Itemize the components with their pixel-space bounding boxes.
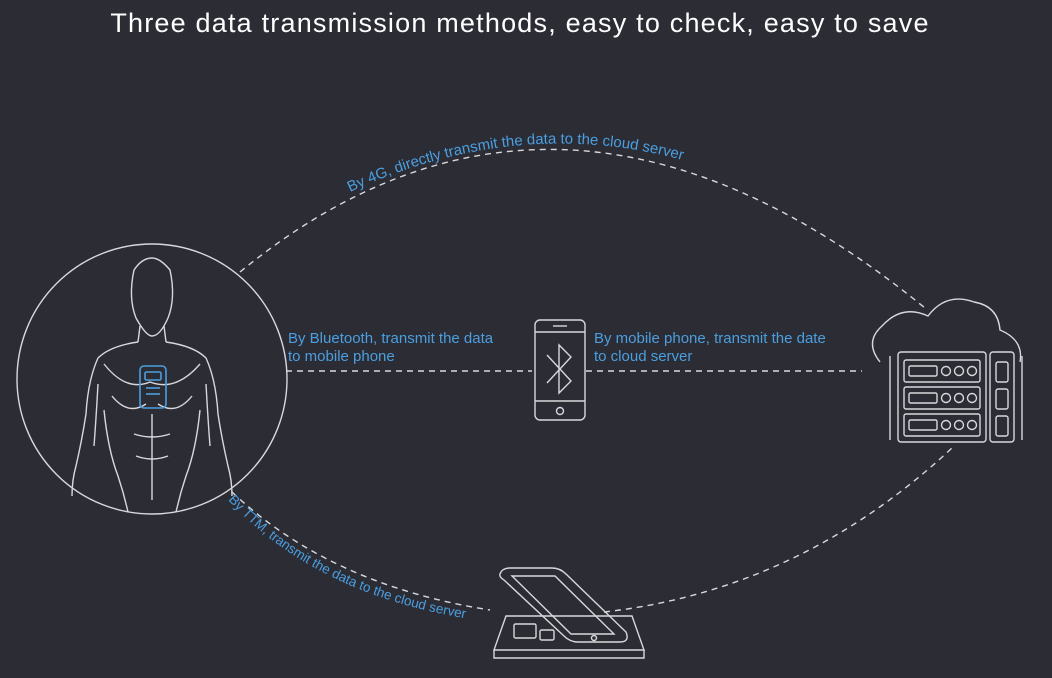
bluetooth-label-line1: By Bluetooth, transmit the data xyxy=(288,330,494,347)
phone-label-line2: to cloud server xyxy=(594,348,693,365)
phone-label-line1: By mobile phone, transmit the date xyxy=(594,330,826,347)
diagram-title: Three data transmission methods, easy to… xyxy=(110,8,930,38)
cloud-server-icon xyxy=(871,298,1023,443)
phone-on-base-icon xyxy=(499,567,628,643)
person-circle xyxy=(16,243,288,515)
bluetooth-icon xyxy=(546,343,572,395)
4g-link-label: By 4G, directly transmit the data to the… xyxy=(345,130,686,195)
ttm-to-cloud-connection-line xyxy=(603,447,953,613)
bluetooth-link-label: By Bluetooth, transmit the data to mobil… xyxy=(288,330,493,366)
wearable-monitor-icon xyxy=(139,365,167,409)
ttm-link-label: By TTM, transmit the data to the cloud s… xyxy=(226,492,468,622)
ttm-connection-line xyxy=(231,491,491,611)
phone-to-cloud-link-label: By mobile phone, transmit the date to cl… xyxy=(594,330,826,366)
bluetooth-label-line2: to mobile phone xyxy=(288,348,395,365)
person-with-monitor-icon xyxy=(16,243,288,515)
ttm-charging-base-icon xyxy=(493,567,645,659)
4g-connection-line xyxy=(239,148,926,309)
smartphone-bluetooth-icon xyxy=(534,319,586,421)
